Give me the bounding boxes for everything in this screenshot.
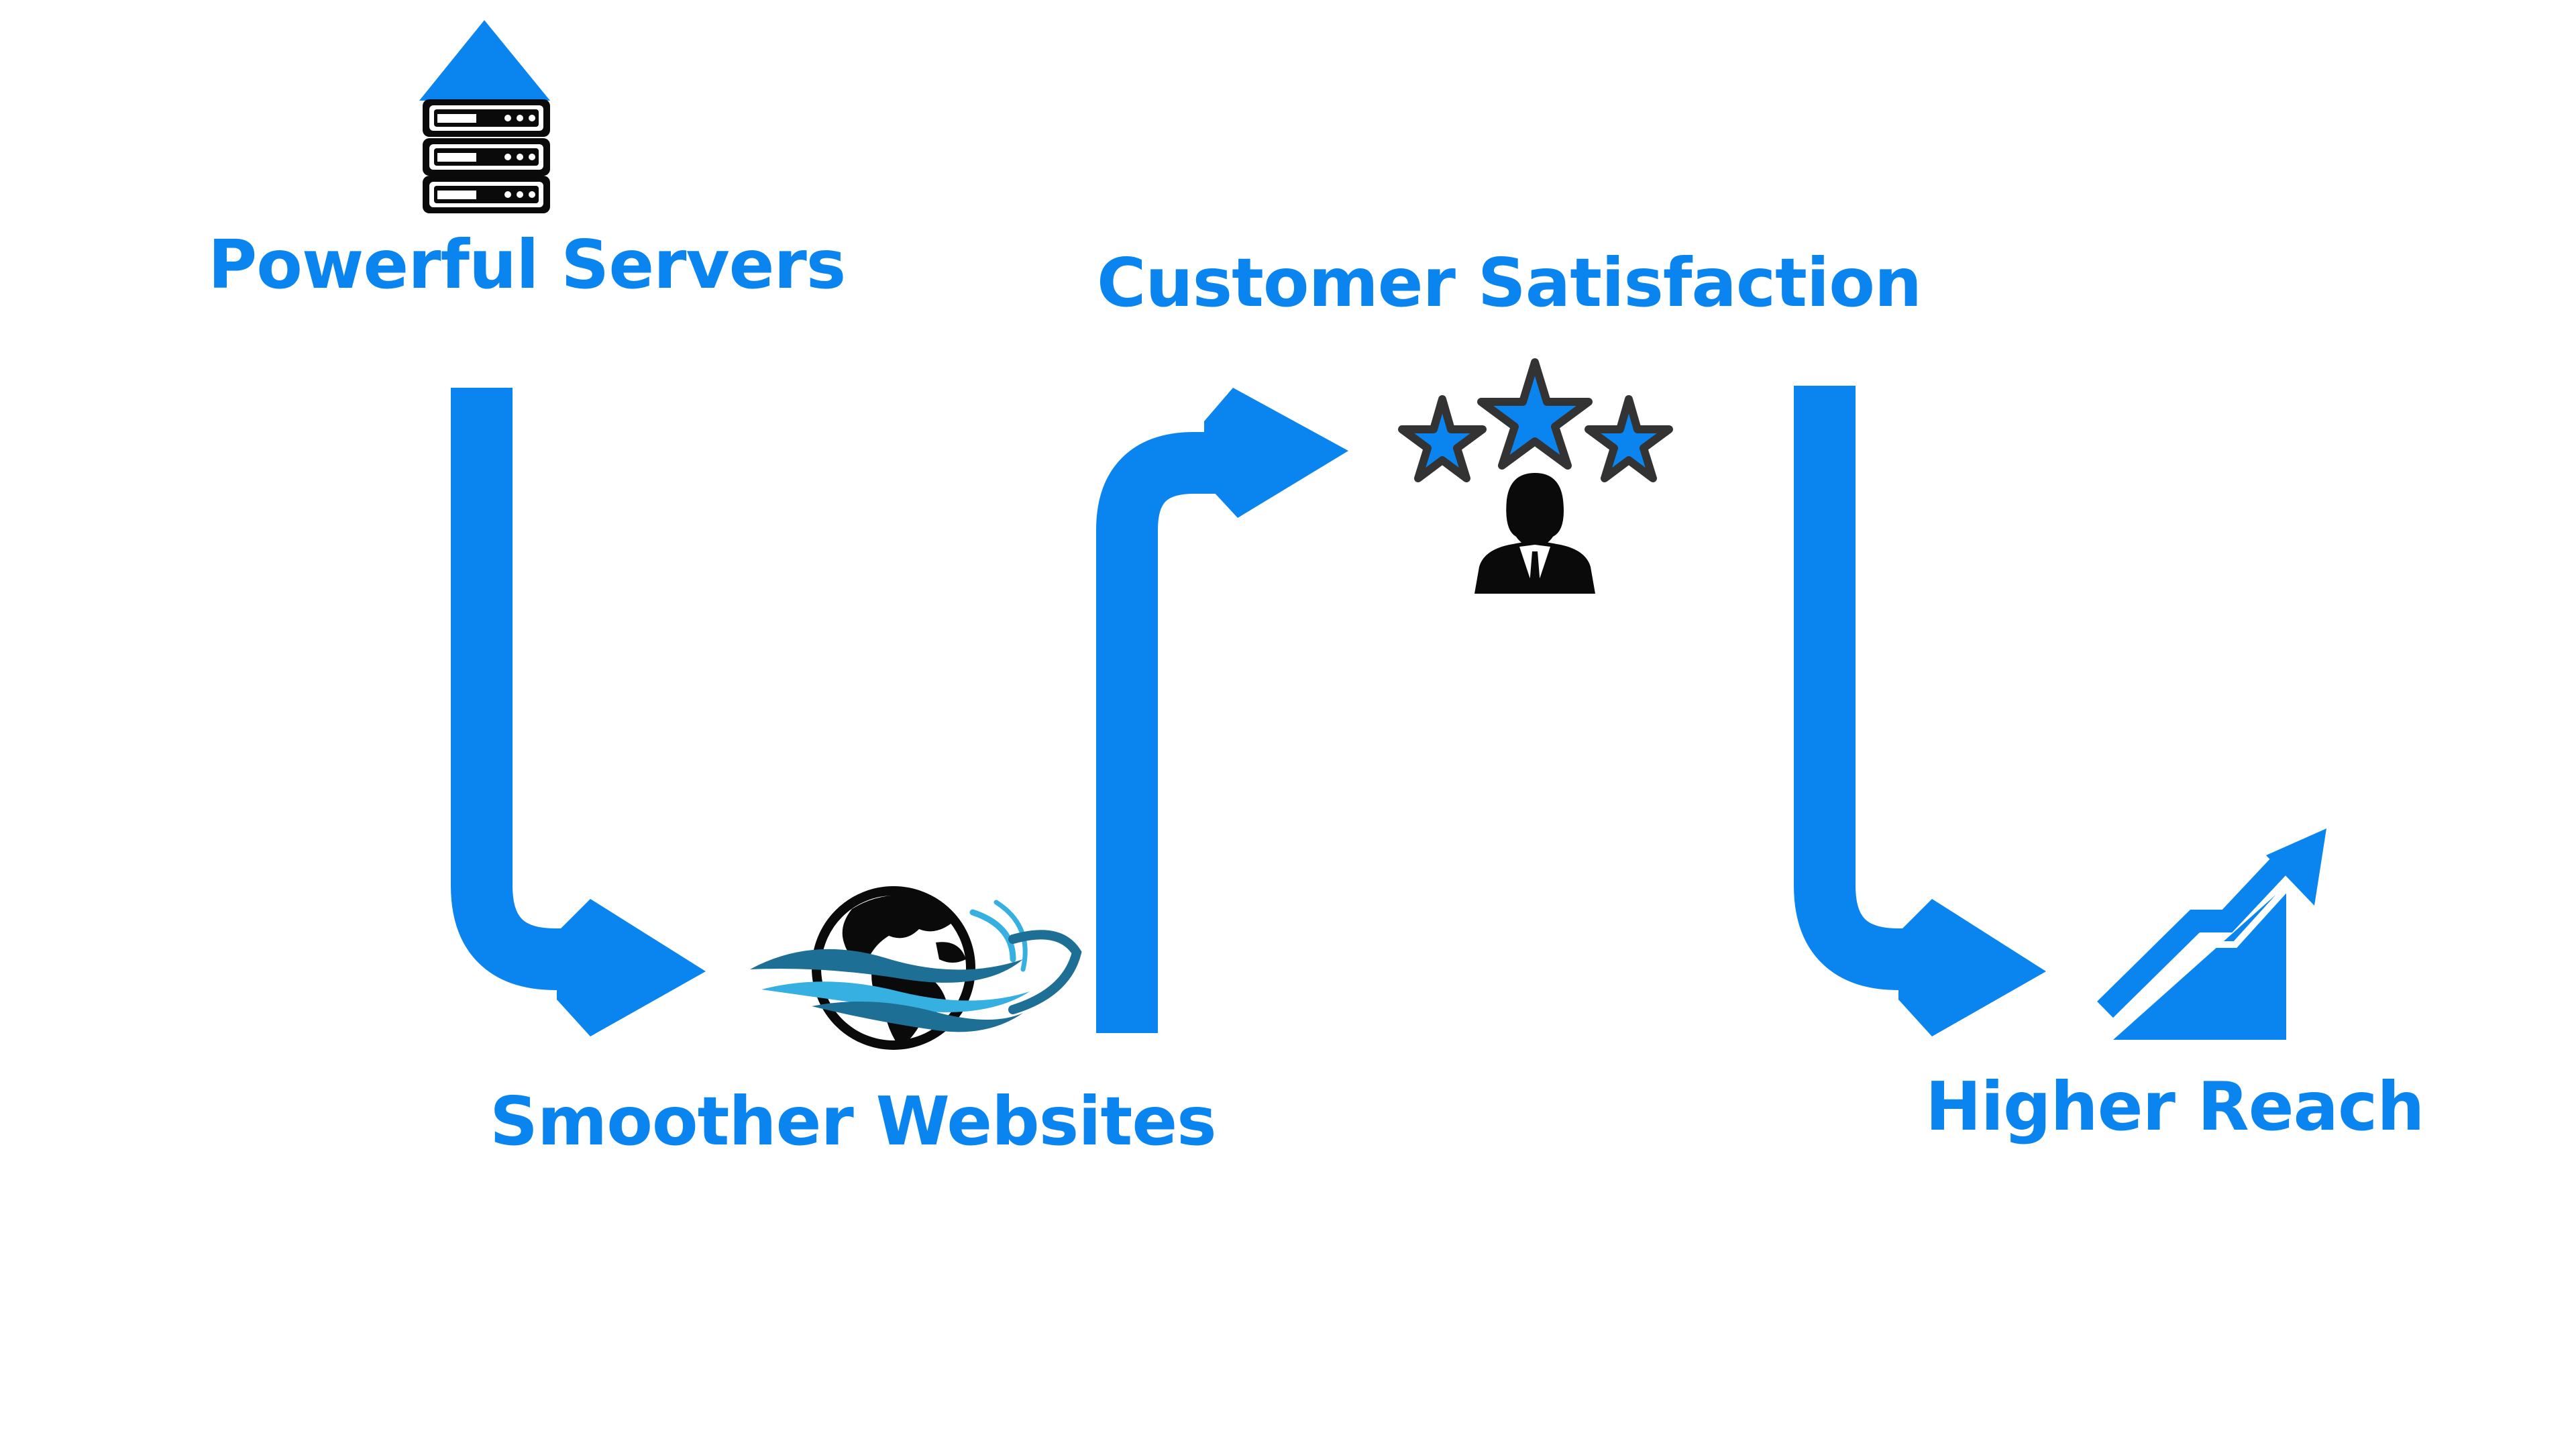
connector-arrow-1 <box>451 388 706 1036</box>
step-label-customer-satisfaction: Customer Satisfaction <box>1097 244 1922 322</box>
globe-waves-icon <box>750 886 1082 1050</box>
upload-arrow-icon <box>419 20 550 101</box>
step-label-smoother-websites: Smoother Websites <box>490 1082 1217 1161</box>
step-label-higher-reach: Higher Reach <box>1925 1067 2424 1146</box>
rating-stars-icon <box>1398 358 1673 482</box>
step-label-powerful-servers: Powerful Servers <box>208 225 846 304</box>
connector-arrow-2 <box>1096 388 1348 1033</box>
customer-avatar-icon <box>1474 473 1595 594</box>
connector-arrow-3 <box>1794 386 2046 1036</box>
server-rack-upload-icon <box>419 20 550 213</box>
server-rack-icon <box>423 99 550 213</box>
rated-customer-icon <box>1398 358 1673 594</box>
growth-chart-icon <box>2097 828 2326 1040</box>
